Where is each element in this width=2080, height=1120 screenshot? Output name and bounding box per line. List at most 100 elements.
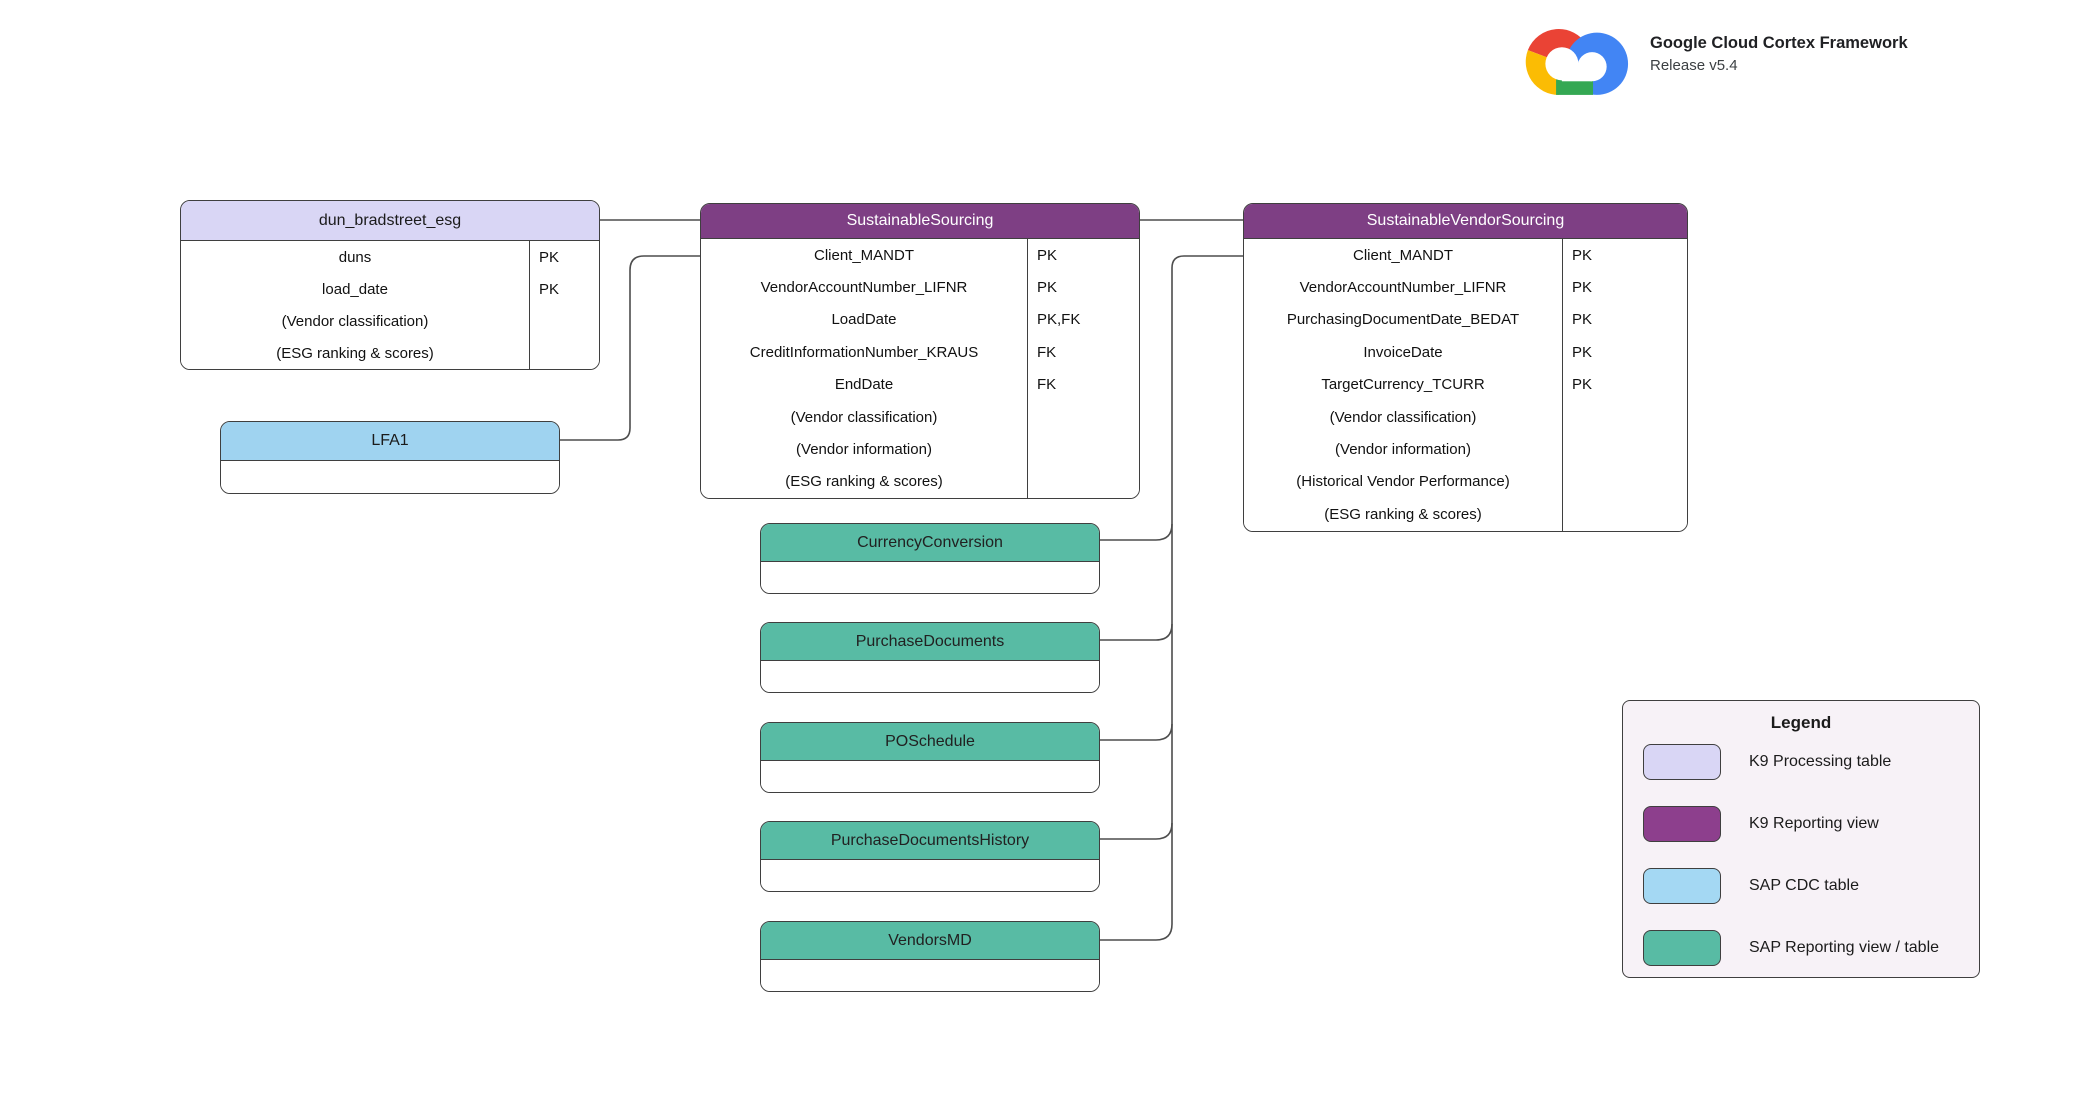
field-name: Client_MANDT bbox=[1352, 246, 1454, 264]
field-key bbox=[1027, 400, 1139, 434]
table-row bbox=[761, 860, 1099, 891]
field-key: PK bbox=[1027, 239, 1139, 272]
table-row: (Vendor information) bbox=[701, 433, 1139, 466]
table-row: (Vendor classification) bbox=[701, 400, 1139, 434]
edge-purchasedocuments bbox=[1100, 623, 1173, 641]
brand-subtitle: Release v5.4 bbox=[1650, 57, 1738, 74]
field-key bbox=[529, 305, 599, 337]
table-row: (Vendor information) bbox=[1244, 433, 1687, 466]
edge-purchasedocumentshistory bbox=[1100, 822, 1173, 840]
field-name: PurchasingDocumentDate_BEDAT bbox=[1286, 311, 1520, 329]
table-row: VendorAccountNumber_LIFNR PK bbox=[1244, 271, 1687, 304]
legend-label: SAP CDC table bbox=[1749, 877, 1859, 894]
table-vendors-md: VendorsMD bbox=[760, 921, 1100, 992]
legend-item: SAP CDC table bbox=[1643, 868, 1979, 904]
table-row: (ESG ranking & scores) bbox=[181, 337, 599, 369]
field-key: PK bbox=[1562, 303, 1687, 337]
table-title: CurrencyConversion bbox=[761, 524, 1099, 562]
table-row: Client_MANDT PK bbox=[1244, 239, 1687, 272]
field-name: CreditInformationNumber_KRAUS bbox=[749, 343, 979, 361]
field-key: PK bbox=[1562, 271, 1687, 304]
table-row bbox=[761, 661, 1099, 692]
field-name: (ESG ranking & scores) bbox=[785, 473, 943, 491]
table-body bbox=[761, 661, 1099, 692]
legend-label: SAP Reporting view / table bbox=[1749, 939, 1940, 956]
field-name: (ESG ranking & scores) bbox=[276, 344, 434, 362]
field-key bbox=[1562, 400, 1687, 434]
field-key: PK bbox=[1562, 239, 1687, 272]
field-key bbox=[1027, 465, 1139, 499]
table-title: POSchedule bbox=[761, 723, 1099, 761]
field-key: PK bbox=[1027, 271, 1139, 304]
field-key: PK bbox=[1562, 336, 1687, 369]
field-key bbox=[1562, 433, 1687, 466]
field-name bbox=[761, 860, 1099, 891]
field-name: LoadDate bbox=[831, 311, 897, 329]
table-currency-conversion: CurrencyConversion bbox=[760, 523, 1100, 594]
field-name bbox=[761, 562, 1099, 593]
field-name bbox=[761, 661, 1099, 692]
table-row: (Vendor classification) bbox=[181, 305, 599, 337]
field-key: PK bbox=[529, 241, 599, 273]
table-po-schedule: POSchedule bbox=[760, 722, 1100, 793]
table-sustainable-vendor-sourcing: SustainableVendorSourcing Client_MANDT PK… bbox=[1243, 203, 1688, 532]
table-row: (ESG ranking & scores) bbox=[1244, 498, 1687, 531]
edge-lfa1-to-sustainablesourcing bbox=[560, 255, 700, 441]
legend-swatch bbox=[1643, 930, 1721, 966]
table-body: Client_MANDT PK VendorAccountNumber_LIFNR P… bbox=[1244, 239, 1687, 531]
table-body bbox=[761, 860, 1099, 891]
brand-title: Google Cloud Cortex Framework bbox=[1650, 34, 1908, 52]
table-title: VendorsMD bbox=[761, 922, 1099, 960]
table-title: dun_bradstreet_esg bbox=[181, 201, 599, 241]
table-body bbox=[761, 761, 1099, 792]
table-row: EndDate FK bbox=[701, 368, 1139, 401]
field-name: (Historical Vendor Performance) bbox=[1296, 473, 1510, 491]
table-row: load_date PK bbox=[181, 273, 599, 305]
table-title: SustainableVendorSourcing bbox=[1244, 204, 1687, 239]
field-name: Client_MANDT bbox=[813, 246, 915, 264]
field-name bbox=[761, 960, 1099, 991]
edge-trunk-svs-to-vendorsmd bbox=[1100, 255, 1243, 941]
table-row: InvoiceDate PK bbox=[1244, 336, 1687, 369]
brand-text: Google Cloud Cortex Framework Release v5… bbox=[1650, 32, 1908, 77]
field-name: load_date bbox=[322, 280, 388, 298]
table-title: LFA1 bbox=[221, 422, 559, 461]
field-key: FK bbox=[1027, 368, 1139, 401]
table-lfa1: LFA1 bbox=[220, 421, 560, 494]
google-cloud-logo-icon bbox=[1525, 29, 1629, 95]
table-body bbox=[221, 461, 559, 493]
table-row: (Vendor classification) bbox=[1244, 400, 1687, 434]
field-name: EndDate bbox=[834, 376, 894, 394]
field-key bbox=[1027, 433, 1139, 466]
table-row: (Historical Vendor Performance) bbox=[1244, 465, 1687, 499]
table-row: (ESG ranking & scores) bbox=[701, 465, 1139, 499]
field-name: (Vendor classification) bbox=[1329, 408, 1477, 426]
field-key: PK bbox=[529, 273, 599, 305]
field-name: (Vendor information) bbox=[1335, 441, 1471, 459]
table-row bbox=[761, 960, 1099, 991]
table-row bbox=[221, 461, 559, 493]
field-name: InvoiceDate bbox=[1363, 343, 1443, 361]
edge-poschedule bbox=[1100, 723, 1173, 741]
table-body bbox=[761, 562, 1099, 593]
table-row: duns PK bbox=[181, 241, 599, 273]
legend-label: K9 Processing table bbox=[1749, 753, 1892, 770]
table-title: SustainableSourcing bbox=[701, 204, 1139, 239]
table-purchase-documents-history: PurchaseDocumentsHistory bbox=[760, 821, 1100, 892]
field-key bbox=[529, 337, 599, 369]
field-name: VendorAccountNumber_LIFNR bbox=[1299, 279, 1507, 297]
legend-item: SAP Reporting view / table bbox=[1643, 930, 1979, 966]
field-name: (ESG ranking & scores) bbox=[1324, 505, 1482, 523]
field-key: PK bbox=[1562, 368, 1687, 401]
legend-item: K9 Processing table bbox=[1643, 744, 1979, 780]
table-row bbox=[761, 761, 1099, 792]
field-name: duns bbox=[338, 248, 372, 266]
